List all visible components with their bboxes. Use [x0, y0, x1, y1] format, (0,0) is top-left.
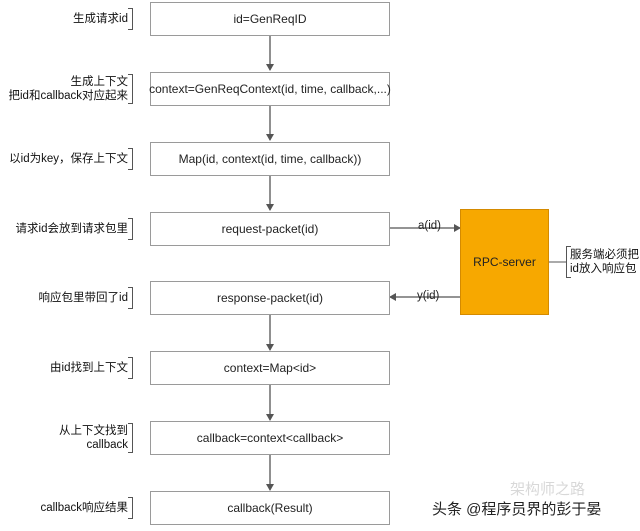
watermark-text: 架构师之路 [510, 481, 586, 498]
note-find-context: 由id找到上下文 [50, 362, 128, 374]
note-callback-result: callback响应结果 [40, 502, 128, 514]
rpc-server-box: RPC-server [460, 209, 549, 315]
edge-label-request: a(id) [418, 220, 442, 232]
note-response-id: 响应包里带回了id [38, 292, 128, 304]
step-box-context-lookup: context=Map<id> [150, 351, 390, 385]
note-gen-id: 生成请求id [73, 13, 128, 25]
note-bracket [128, 148, 133, 170]
author-credit: 头条 @程序员界的彭于晏 [432, 501, 602, 518]
note-bracket [128, 8, 133, 30]
note-gen-context-line1: 生成上下文 [70, 76, 129, 88]
note-bracket [128, 497, 133, 519]
step-box-callback-lookup: callback=context<callback> [150, 421, 390, 455]
note-bracket [128, 74, 133, 104]
note-bracket [128, 287, 133, 309]
server-note-bracket [566, 246, 571, 278]
step-box-callback-result: callback(Result) [150, 491, 390, 525]
note-bracket [128, 218, 133, 240]
note-gen-context-line2: 把id和callback对应起来 [8, 90, 129, 102]
note-bracket [128, 423, 133, 453]
note-gen-context: 生成上下文 把id和callback对应起来 [9, 75, 129, 103]
step-box-map-save: Map(id, context(id, time, callback)) [150, 142, 390, 176]
edge-label-response: y(id) [417, 290, 440, 302]
step-box-response-packet: response-packet(id) [150, 281, 390, 315]
step-box-gen-req-id: id=GenReqID [150, 2, 390, 36]
note-find-callback: 从上下文找到 callback [59, 424, 128, 452]
server-side-note: 服务端必须把 id放入响应包 [570, 248, 639, 276]
step-box-gen-req-context: context=GenReqContext(id, time, callback… [149, 72, 391, 106]
server-side-note-line2: id放入响应包 [570, 263, 637, 275]
note-find-callback-line2: callback [86, 439, 128, 451]
note-bracket [128, 357, 133, 379]
note-find-callback-line1: 从上下文找到 [59, 425, 128, 437]
step-box-request-packet: request-packet(id) [150, 212, 390, 246]
note-save-context: 以id为key，保存上下文 [9, 153, 128, 165]
server-side-note-line1: 服务端必须把 [570, 249, 639, 261]
note-request-id: 请求id会放到请求包里 [15, 223, 128, 235]
